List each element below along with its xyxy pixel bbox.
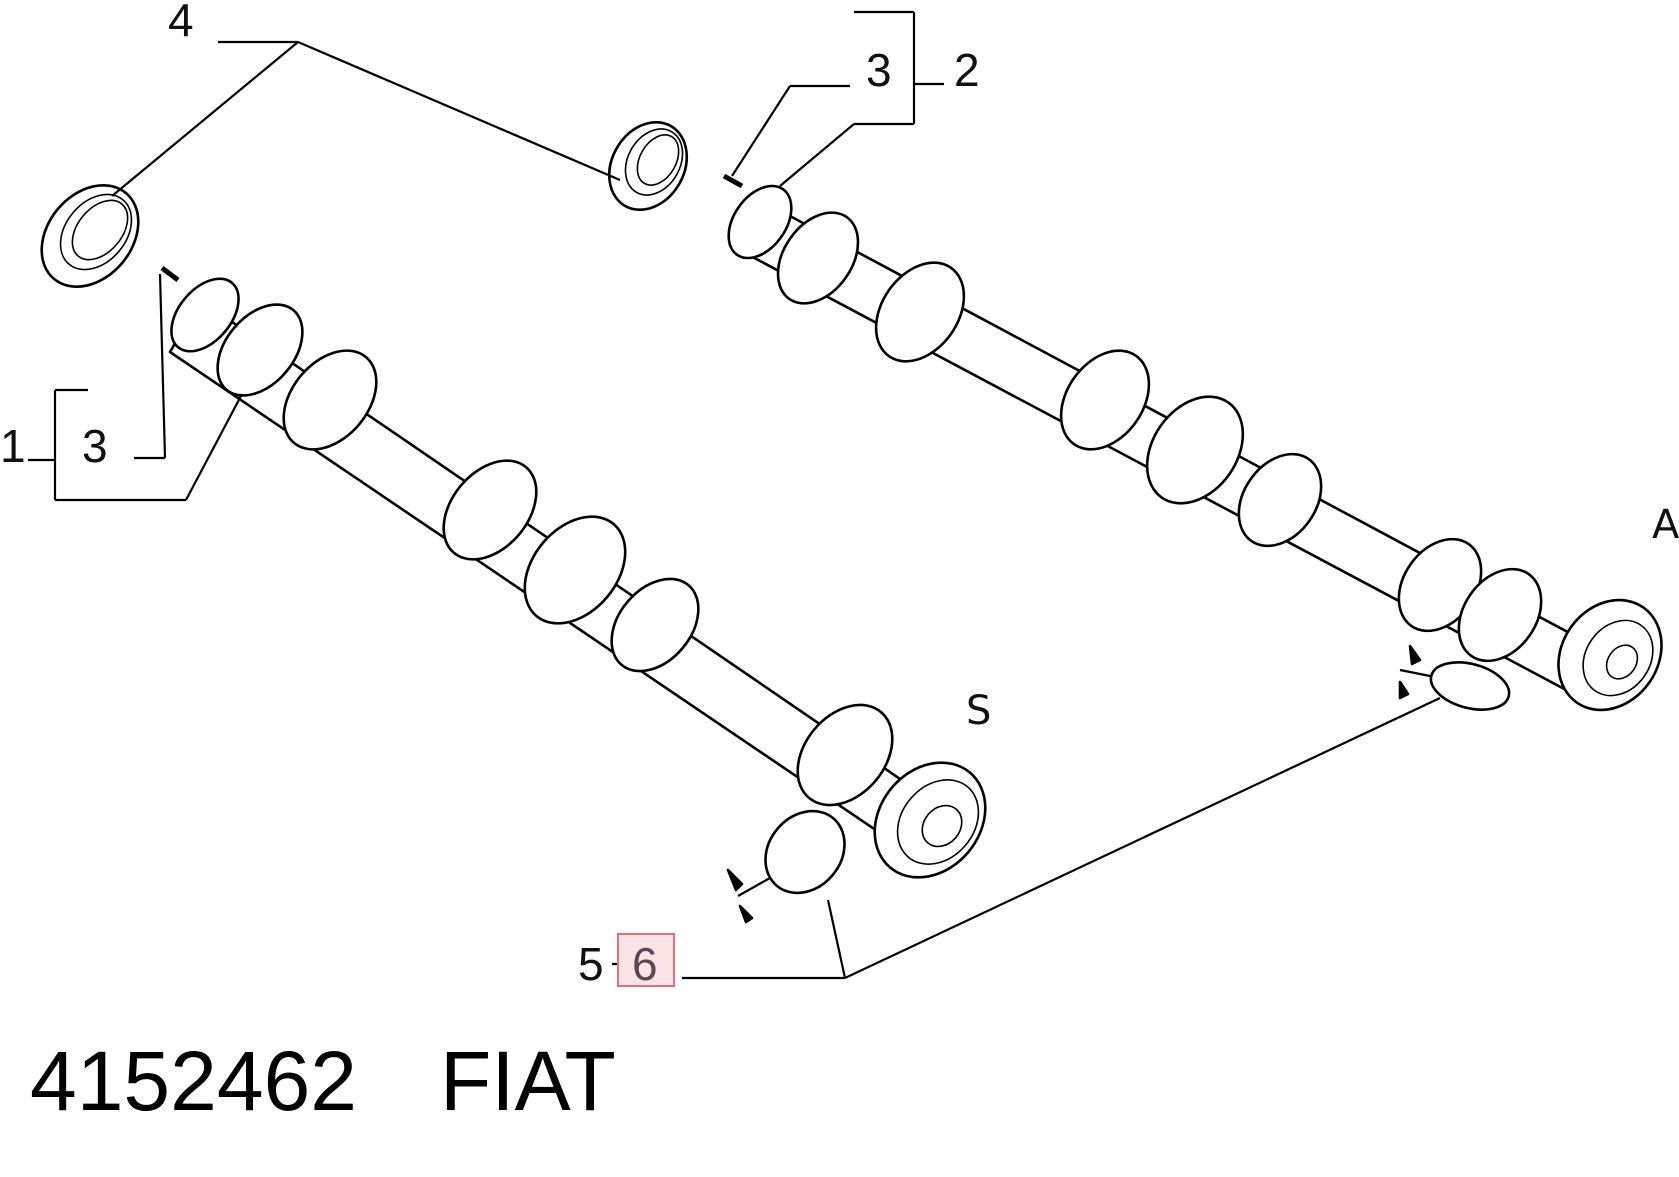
oil-seal-right [607, 120, 689, 212]
dowel-pin-left [160, 266, 180, 282]
camshaft-a [727, 184, 1663, 712]
callout-2: 2 [954, 44, 980, 96]
end-label-a: A [1652, 502, 1679, 548]
callout-4: 4 [168, 0, 194, 46]
brand-caption: FIAT [440, 1034, 616, 1128]
part-number-caption: 4152462 [30, 1034, 357, 1128]
plug-cap-upper [1398, 644, 1511, 711]
callout-3-left: 3 [82, 420, 108, 472]
callout-1: 1 [0, 420, 26, 472]
leader-lines [28, 10, 1441, 980]
callout-5: 5 [578, 938, 604, 990]
end-label-s: S [966, 688, 991, 734]
camshaft-s [168, 277, 987, 879]
plug-cap-lower [726, 809, 846, 924]
callout-6-highlight [617, 933, 675, 987]
oil-seal-left [40, 184, 140, 288]
callout-3-top: 3 [866, 44, 892, 96]
dowel-pin-right [722, 173, 744, 189]
callout-6: 6 [632, 938, 658, 990]
